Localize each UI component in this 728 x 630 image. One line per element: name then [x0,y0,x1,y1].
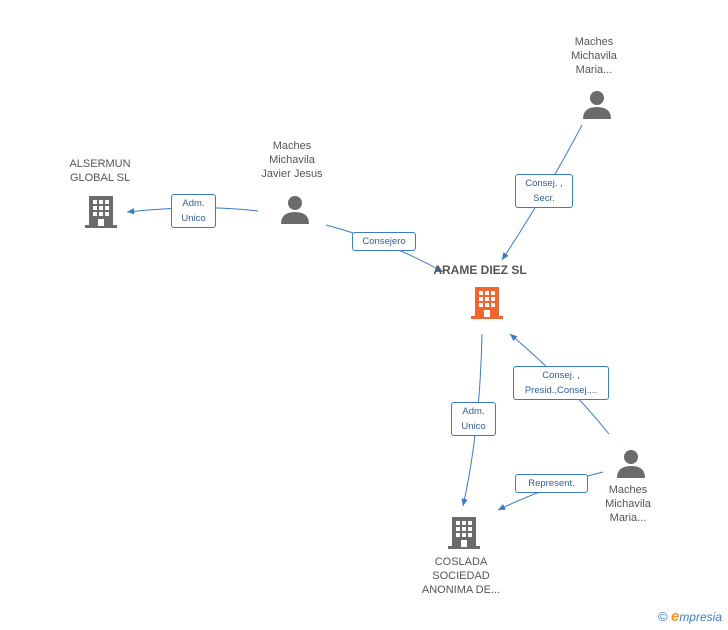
main-company-label[interactable]: ARAME DIEZ SL [433,263,527,277]
coslada-label[interactable]: COSLADA SOCIEDAD ANONIMA DE... [421,556,501,596]
edge-label-maria-top-to-main: Consej. , Secr. [515,174,573,208]
alsermun-label[interactable]: ALSERMUN GLOBAL SL [69,158,131,184]
brand-initial: e [670,608,680,625]
person-maria-bottom-label[interactable]: Maches Michavila Maria... [605,484,651,524]
person-javier-label[interactable]: Maches Michavila Javier Jesus [261,140,323,180]
edge-label-maria-bottom-to-main: Consej. , Presid.,Consej.... [513,366,609,400]
edge-label-maria-bottom-to-coslada: Represent. [515,474,588,493]
alsermun-building-icon[interactable] [85,194,117,228]
edge-label-javier-to-alsermun: Adm. Unico [171,194,216,228]
person-maria-top-label[interactable]: Maches Michavila Maria... [571,36,617,76]
brand-name: mpresia [679,610,722,624]
person-javier-icon[interactable] [280,194,310,224]
copyright-symbol: © [658,609,668,624]
person-maria-top-icon[interactable] [582,89,612,119]
person-maria-bottom-icon[interactable] [616,448,646,478]
coslada-building-icon[interactable] [448,515,480,549]
empresia-footer: © empresia [658,608,722,625]
main-company-building-icon[interactable] [471,285,503,319]
edge-label-main-to-coslada: Adm. Unico [451,402,496,436]
edge-label-javier-to-main: Consejero [352,232,416,251]
